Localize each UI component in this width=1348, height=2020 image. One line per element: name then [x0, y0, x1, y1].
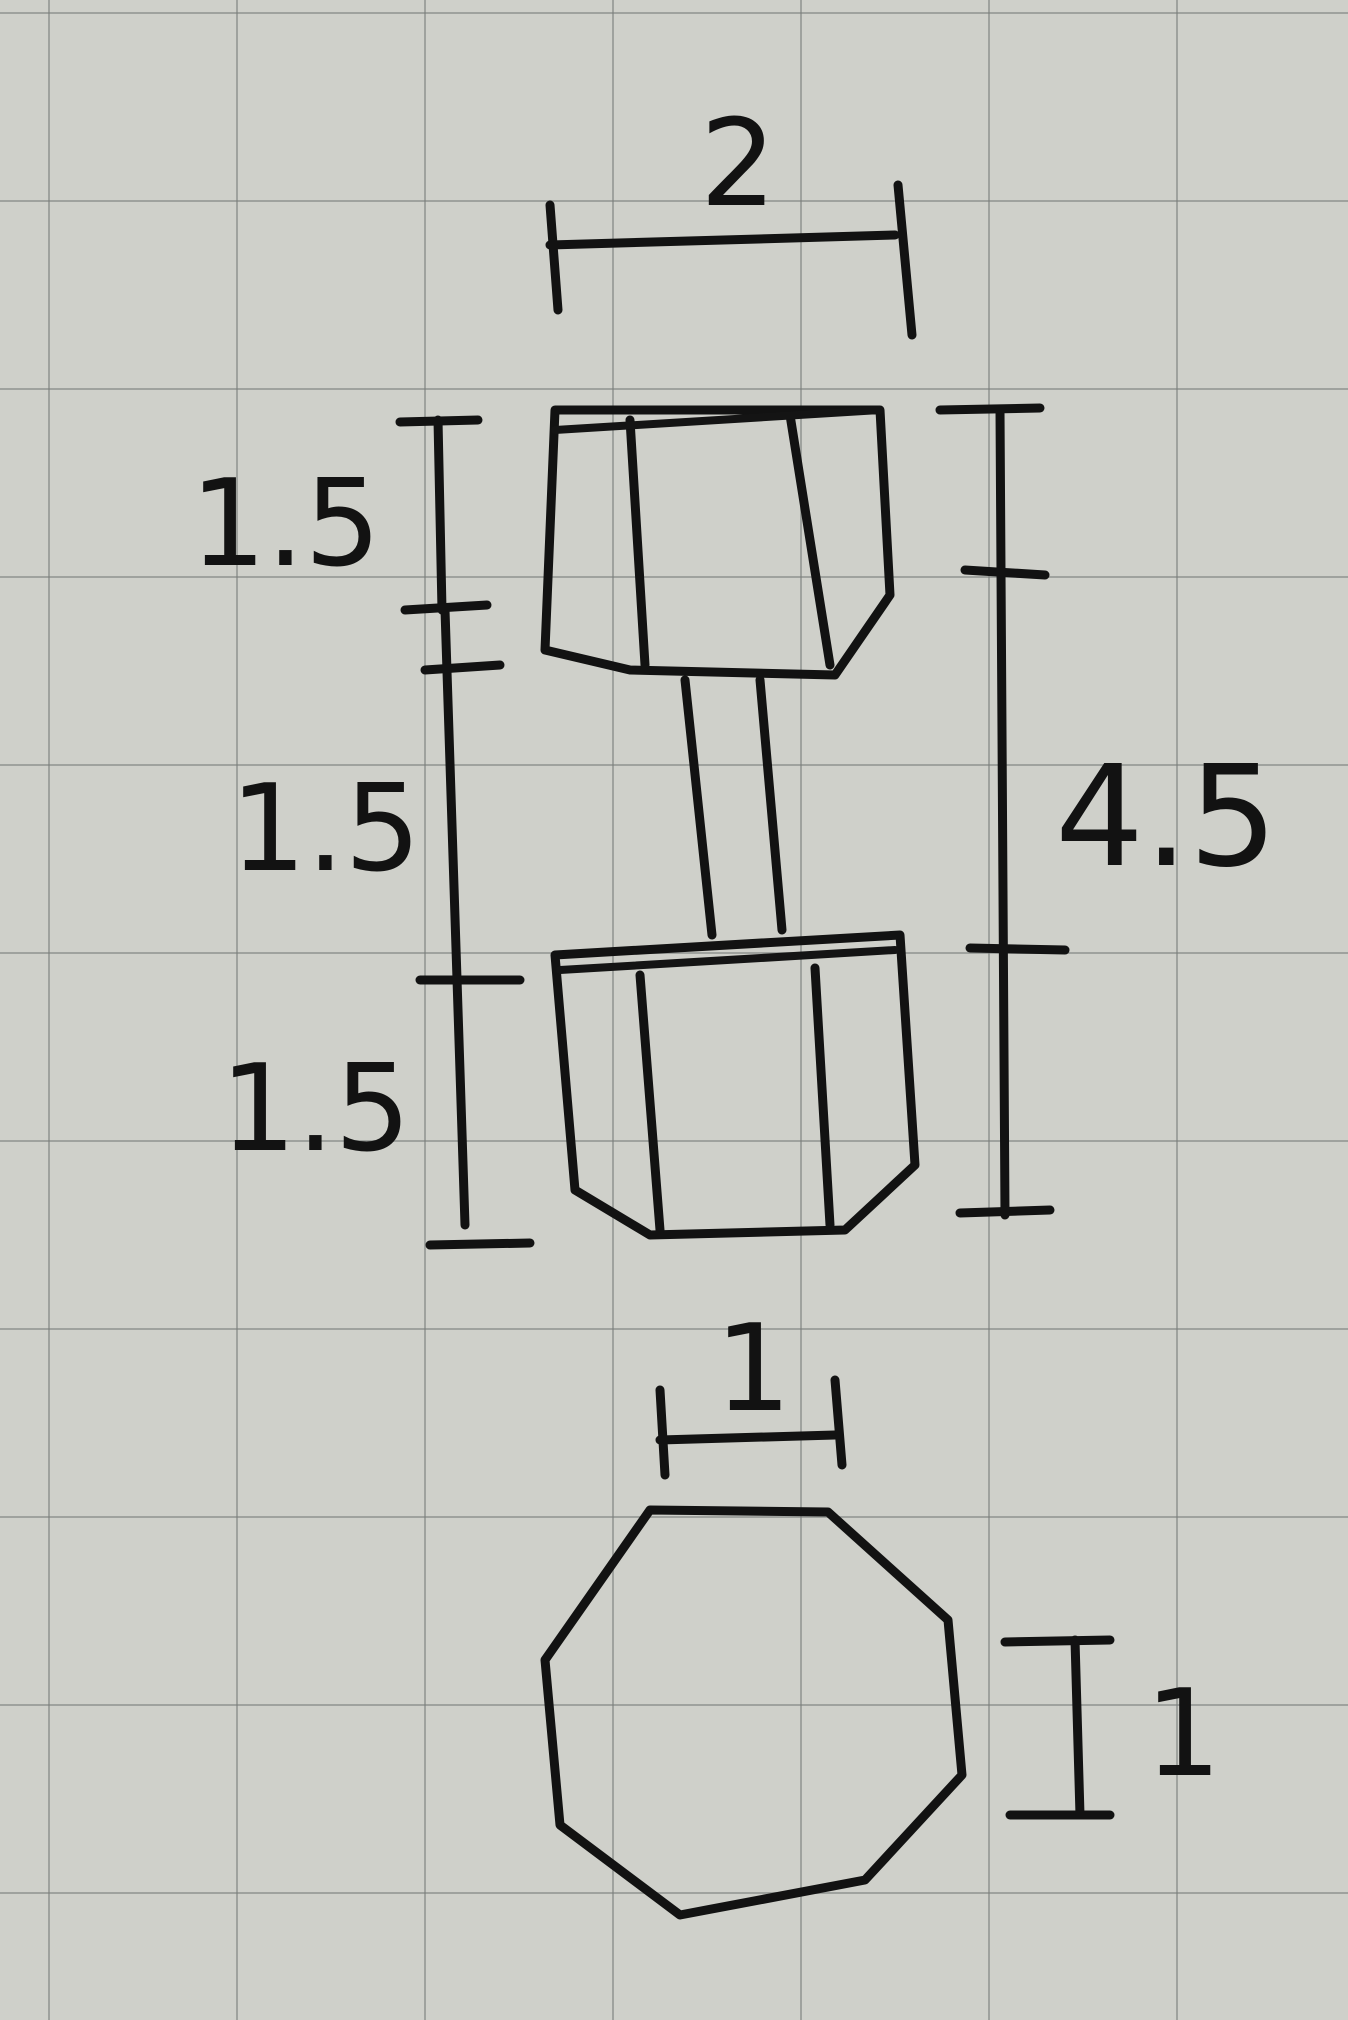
handle-width-label: 1 — [715, 1300, 791, 1439]
left-dimension: 1.5 1.5 1.5 — [190, 415, 535, 1250]
handle-width-dimension: 1 — [655, 1300, 847, 1480]
upper-weight-edge-left — [625, 415, 650, 670]
lower-weight-outline — [550, 930, 920, 1240]
handle-width-tick-left — [655, 1385, 670, 1480]
right-tick-bottom — [955, 1205, 1055, 1218]
upper-weight — [540, 405, 895, 680]
octagon-tick-top — [1000, 1635, 1115, 1647]
lower-weight-edge-right — [810, 963, 835, 1230]
handle-left-line — [680, 675, 717, 940]
handle — [680, 675, 787, 940]
handle-label: 1.5 — [230, 760, 421, 899]
lower-weight-label: 1.5 — [220, 1040, 411, 1179]
octagon-dimension-line — [1070, 1635, 1085, 1820]
width-dimension-tick-right — [893, 180, 917, 340]
lower-weight-top-edge — [556, 946, 899, 974]
width-dimension-line — [545, 230, 900, 250]
octagon-side-label: 1 — [1145, 1665, 1221, 1804]
lower-weight-edge-left — [635, 970, 665, 1235]
upper-weight-top-edge — [551, 406, 884, 434]
left-tick-top — [395, 415, 483, 427]
lower-weight — [550, 930, 920, 1240]
handle-width-line — [655, 1430, 840, 1445]
upper-weight-outline — [540, 405, 895, 680]
upper-weight-label: 1.5 — [190, 455, 381, 594]
left-dimension-segment-1 — [433, 415, 447, 615]
left-tick-bottom — [425, 1238, 535, 1250]
right-tick-2 — [960, 565, 1050, 580]
upper-weight-edge-right — [785, 410, 835, 670]
width-label: 2 — [700, 95, 776, 234]
handle-right-line — [755, 675, 787, 935]
left-tick-3 — [420, 660, 505, 675]
right-tick-top — [935, 403, 1045, 415]
right-tick-3 — [965, 943, 1070, 955]
width-dimension-tick-left — [545, 200, 563, 315]
octagon-outline — [540, 1505, 967, 1920]
octagon-end-view — [540, 1505, 967, 1920]
total-height-label: 4.5 — [1055, 736, 1278, 899]
right-dimension: 4.5 — [935, 403, 1278, 1220]
handle-width-tick-right — [830, 1375, 847, 1470]
left-dimension-segment-2 — [440, 605, 470, 1230]
left-tick-2 — [400, 600, 492, 615]
octagon-side-dimension: 1 — [1000, 1635, 1221, 1820]
right-dimension-line — [995, 405, 1010, 1220]
width-dimension: 2 — [545, 95, 917, 340]
